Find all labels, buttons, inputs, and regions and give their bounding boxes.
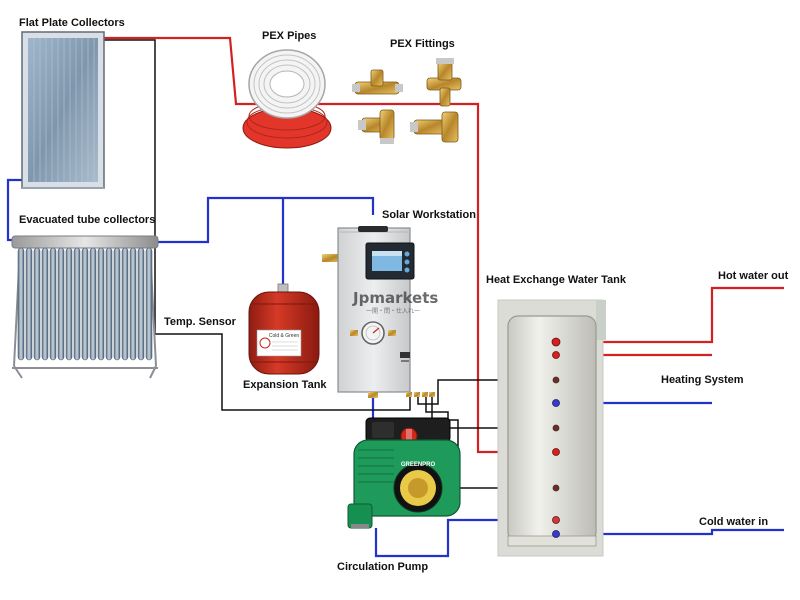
expansion-tank: Cold & Green xyxy=(248,283,320,375)
flat-plate-collectors-label: Flat Plate Collectors xyxy=(19,17,125,29)
pex-pipes-label: PEX Pipes xyxy=(262,30,317,42)
solar-workstation-label: Solar Workstation xyxy=(382,209,476,221)
cold-pipe-collector-return xyxy=(110,196,375,244)
cold-pipe-cold-water-in xyxy=(556,528,784,536)
pex-fittings xyxy=(352,58,462,144)
vacuum-tubes xyxy=(17,247,153,361)
tank-port-heating xyxy=(552,399,560,407)
tank-port-cold-in xyxy=(552,530,560,538)
circulation-pump: GREENPRO xyxy=(347,417,461,529)
sensor-wire-tank-middle xyxy=(425,396,556,429)
temp-sensor-label: Temp. Sensor xyxy=(164,316,236,328)
pex-pipe-coil xyxy=(242,49,332,149)
solar-workstation: Jpmarkets 一開・問・仕入れ一 xyxy=(322,226,438,398)
expansion-tank-badge xyxy=(256,329,302,357)
fitting-elbow-left xyxy=(358,109,395,144)
flat-plate-collector xyxy=(21,31,105,189)
sensor-wires xyxy=(100,39,556,489)
expansion-tank-label: Expansion Tank xyxy=(243,379,327,391)
cold-pipe-pump-to-tank xyxy=(374,518,556,558)
circulation-pump-label: Circulation Pump xyxy=(337,561,429,573)
collector-manifold xyxy=(11,235,159,249)
tank-port-coil-outlet xyxy=(552,516,560,524)
evacuated-tube-collector xyxy=(11,235,159,379)
tank-port-sensor-middle xyxy=(552,424,560,432)
pump-brand-label: GREENPRO xyxy=(401,462,436,468)
fitting-tee-left xyxy=(352,69,403,95)
sensor-wire-tank-upper xyxy=(417,379,556,405)
hot-water-out-label: Hot water out xyxy=(718,270,789,282)
cold-pipes xyxy=(6,178,784,558)
sensor-wire-collector xyxy=(100,39,411,411)
heat-exchange-water-tank xyxy=(497,299,606,557)
heating-system-label: Heating System xyxy=(661,374,744,386)
cold-water-in-label: Cold water in xyxy=(699,516,769,528)
sensor-wire-tank-lower xyxy=(431,396,556,489)
expansion-tank-badge-text: Cold & Green xyxy=(269,333,300,339)
evacuated-tube-collectors-label: Evacuated tube collectors xyxy=(19,214,156,226)
tank-ports xyxy=(551,337,561,538)
tank-port-hot-out xyxy=(551,337,561,347)
hot-pipe-hot-water-out xyxy=(556,286,784,344)
heat-exchange-water-tank-label: Heat Exchange Water Tank xyxy=(486,274,626,286)
fitting-elbow-right xyxy=(410,111,459,143)
tank-port-upper xyxy=(552,351,560,359)
hot-pipe-collector-to-fittings xyxy=(100,36,556,454)
tank-port-sensor-upper xyxy=(552,376,560,384)
workstation-brand-subtext: 一開・問・仕入れ一 xyxy=(366,307,420,315)
workstation-bottom-ports xyxy=(368,392,435,398)
pex-fittings-label: PEX Fittings xyxy=(390,38,455,50)
tank-port-coil-inlet xyxy=(552,448,560,456)
tank-port-sensor-lower xyxy=(552,484,560,492)
workstation-brand-watermark: Jpmarkets xyxy=(352,289,438,307)
fitting-tee-right xyxy=(426,58,462,107)
